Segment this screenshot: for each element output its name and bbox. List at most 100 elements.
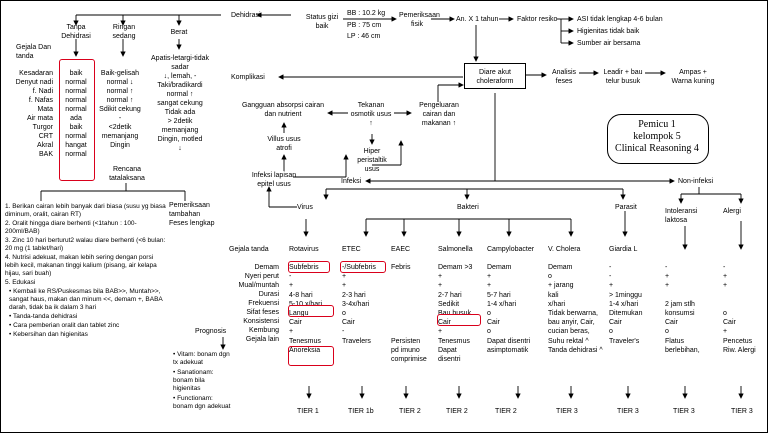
organism-1-value-2: +	[342, 282, 347, 290]
organism-6-value-3: > 1minggu	[609, 291, 642, 299]
gangguan-absorpsi-label: Gangguan absorpsi cairan dan nutrient	[241, 102, 325, 118]
villus-label: Villus usus atrofi	[267, 136, 301, 152]
berat-val-7: memanjang	[161, 127, 199, 134]
rencana-item-0: 1. Berikan cairan lebih banyak dari bias…	[5, 203, 166, 218]
organism-2-value-0: Febris	[391, 264, 411, 271]
organism-tier-4: TIER 2	[495, 408, 517, 415]
dehidrasi-label-8: Akral	[37, 142, 53, 149]
tanpa-val-1: normal	[65, 79, 87, 86]
organism-7-value-2: +	[665, 282, 670, 290]
rencana-item-3: 4. Nutrisi adekuat, makan lebih sering d…	[5, 254, 157, 277]
salmonella-sifat-highlight	[437, 314, 481, 326]
organism-0-value-7: +	[289, 328, 294, 336]
symptom-label-3: Durasi	[258, 291, 279, 298]
symptom-label-7: Kembung	[249, 327, 279, 334]
leadir-label: Leadir + bau telur busuk	[603, 69, 643, 85]
rencana-title: Rencana tatalaksana	[109, 166, 145, 182]
berat-val-8: Dingin, motled	[157, 136, 203, 143]
berat-val-9: ↓	[178, 145, 182, 152]
organism-4-value-6: Cair	[487, 319, 500, 327]
organism-6-value-2: +	[609, 282, 614, 290]
organism-4-value-4: 1-4 x/hari	[487, 300, 517, 308]
organism-0-value-5: Langu	[289, 310, 309, 317]
organism-5-value-1: o	[548, 273, 552, 281]
organism-3-value-3: 2-7 hari	[438, 291, 462, 299]
organism-name-0: Rotavirus	[289, 246, 319, 253]
organism-1-value-0: -/Subfebris	[342, 264, 376, 271]
pemicu-line-2: kelompok 5	[633, 131, 681, 142]
organism-tier-5: TIER 3	[556, 408, 578, 415]
organism-5-value-4: x/hari	[548, 300, 566, 308]
analisis-feses-label: Analisis feses	[551, 69, 577, 85]
komplikasi-label: Komplikasi	[231, 74, 265, 81]
berat-val-4: sangat cekung	[157, 100, 203, 107]
dehidrasi-label-2: f. Nadi	[32, 88, 53, 95]
tanpa-dehidrasi-highlight	[59, 59, 95, 181]
organism-0-value-4: 5-10 x/hari	[289, 300, 323, 308]
tanpa-dehidrasi-label: Tanpa Dehidrasi	[61, 24, 91, 40]
organism-2-value-8: Persisten pd imuno comprimise	[391, 337, 427, 363]
organism-1-value-3: 2-3 hari	[342, 291, 366, 299]
rencana-item-4: 5. Edukasi	[5, 279, 36, 286]
tanpa-val-8: hangat	[65, 142, 87, 149]
organism-6-value-1: -	[609, 273, 612, 281]
organism-name-1: ETEC	[342, 246, 361, 253]
berat-label: Berat	[170, 29, 188, 36]
tanpa-val-6: baik	[69, 124, 83, 131]
berat-val-0: Apatis-letargi-tidak sadar	[151, 55, 209, 71]
ringan-val-8: Dingin	[110, 142, 130, 149]
parasit-label: Parasit	[615, 204, 637, 211]
berat-val-2: Taki/bradikardi	[157, 82, 203, 89]
tanpa-val-3: normal	[65, 97, 87, 104]
organism-7-value-4: 2 jam stlh	[665, 300, 695, 308]
organism-5-value-7: cucian beras,	[548, 328, 590, 336]
ringan-val-7: memanjang	[101, 133, 139, 140]
rencana-list: 1. Berikan cairan lebih banyak dari bias…	[5, 203, 167, 340]
ringan-val-0: Baik-gelisah	[100, 70, 140, 77]
organism-4-value-8: Dapat disentri asimptomatik	[487, 337, 531, 354]
pemicu-line-1: Pemicu 1	[638, 119, 676, 130]
dehidrasi-root-label: Dehidrasi	[231, 12, 261, 19]
organism-8-value-5: o	[723, 310, 727, 317]
pb-value: PB : 75 cm	[347, 22, 382, 29]
ringan-val-6: <2detik	[108, 124, 132, 131]
organism-name-2: EAEC	[391, 246, 411, 253]
bakteri-label: Bakteri	[457, 204, 479, 211]
dehidrasi-label-0: Kesadaran	[19, 70, 53, 77]
berat-val-6: > 2detik	[167, 118, 193, 125]
tanpa-val-2: normal	[65, 88, 87, 95]
hiper-peristaltik-label: Hiper peristaltik usus	[357, 148, 387, 173]
organism-tier-0: TIER 1	[297, 408, 319, 415]
organism-name-7: Intoleransi laktosa	[665, 208, 698, 224]
ringan-val-1: normal ↓	[106, 79, 134, 86]
organism-8-value-2: +	[723, 282, 728, 290]
ringan-val-9	[94, 150, 146, 159]
dehidrasi-label-7: CRT	[38, 133, 53, 140]
organism-6-value-5: Ditemukan	[609, 310, 643, 317]
organism-4-value-0: Demam	[487, 264, 512, 271]
organism-7-value-0: -	[665, 264, 668, 271]
organism-5-value-2: + jarang	[548, 282, 574, 290]
rotavirus-frekuensi-highlight	[288, 305, 334, 317]
organism-5-value-5: Tidak berwarna,	[548, 310, 598, 317]
organism-7-value-1: +	[665, 273, 670, 281]
pemicu-line-3: Clinical Reasoning 4	[615, 143, 699, 154]
prognosis-item-0: • Vitam: bonam dgn tx adekuat	[173, 351, 230, 366]
dehidrasi-label-6: Turgor	[32, 124, 53, 131]
bb-value: BB : 10.2 kg	[347, 10, 386, 17]
organism-6-value-0: -	[609, 264, 612, 271]
dehidrasi-label-4: Mata	[37, 106, 53, 113]
organism-5-value-0: Demam	[548, 264, 573, 271]
symptom-label-4: Frekuensi	[248, 300, 279, 307]
ringan-val-2: normal ↑	[106, 88, 134, 95]
organism-1-value-7: -	[342, 328, 345, 336]
faktor-resiko-label: Faktor resiko	[517, 16, 558, 23]
edukasi-item-1: • Tanda-tanda dehidrasi	[9, 313, 78, 320]
organism-name-3: Salmonella	[438, 246, 473, 253]
tanpa-val-0: baik	[69, 70, 83, 77]
